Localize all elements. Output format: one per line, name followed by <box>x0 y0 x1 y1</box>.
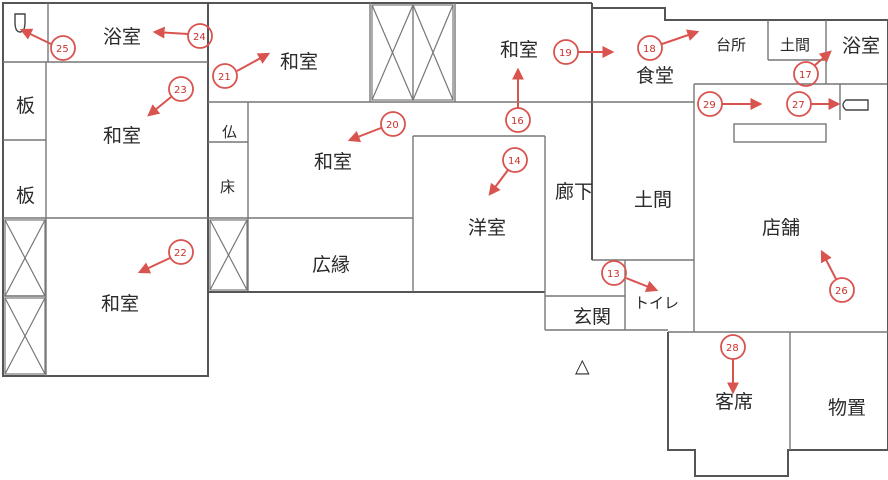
svg-text:16: 16 <box>511 116 524 127</box>
svg-text:28: 28 <box>726 343 739 354</box>
room-label: 玄関 <box>573 306 611 328</box>
photo-marker: 14 <box>488 147 528 196</box>
room-label: 浴室 <box>103 26 141 48</box>
room-label: 和室 <box>500 39 538 61</box>
room-label: 板 <box>16 185 35 207</box>
room-label: 客席 <box>715 391 753 413</box>
room-label: 物置 <box>828 397 866 419</box>
svg-text:24: 24 <box>193 32 206 43</box>
room-label: 土間 <box>780 36 810 54</box>
room-label: 廊下 <box>555 181 593 203</box>
photo-marker: 17 <box>793 50 832 87</box>
room-label: トイレ <box>634 294 679 312</box>
svg-text:18: 18 <box>643 44 656 55</box>
room-label: 店舗 <box>762 217 800 239</box>
photo-marker: 28 <box>720 334 746 395</box>
left-wing-outline <box>2 2 209 377</box>
svg-text:25: 25 <box>56 44 69 55</box>
room-label: 仏 <box>222 123 237 141</box>
photo-marker: 25 <box>19 28 76 61</box>
svg-text:20: 20 <box>386 120 399 131</box>
photo-marker: 13 <box>601 260 659 293</box>
room-label: 床 <box>220 178 235 196</box>
photo-marker: 20 <box>347 111 406 143</box>
photo-marker: 21 <box>212 52 271 89</box>
room-labels: 浴室 和室 和室 和室 板 板 仏 床 和室 広縁 和室 洋室 廊下 玄関 食堂… <box>16 26 880 419</box>
room-label: 土間 <box>634 189 672 211</box>
svg-text:21: 21 <box>218 72 231 83</box>
svg-text:26: 26 <box>835 286 848 297</box>
photo-marker: 26 <box>820 249 855 303</box>
entrance-triangle-mark: △ <box>575 355 590 377</box>
svg-text:23: 23 <box>174 85 187 96</box>
room-label: 板 <box>16 95 35 117</box>
photo-marker: 19 <box>553 39 615 65</box>
svg-text:14: 14 <box>508 156 521 167</box>
photo-marker: 27 <box>786 91 841 117</box>
room-label: 和室 <box>314 151 352 173</box>
photo-marker: 16 <box>505 67 531 133</box>
svg-text:29: 29 <box>703 100 716 111</box>
svg-text:17: 17 <box>799 70 812 81</box>
room-label: 和室 <box>101 293 139 315</box>
room-label: 台所 <box>716 36 746 54</box>
toilet-fixture-icon <box>14 13 26 33</box>
photo-marker: 24 <box>152 23 213 49</box>
photo-marker: 23 <box>147 76 194 117</box>
room-label: 和室 <box>103 125 141 147</box>
svg-text:27: 27 <box>792 100 805 111</box>
room-label: 洋室 <box>468 217 506 239</box>
room-label: 広縁 <box>312 254 350 276</box>
closets <box>4 4 454 375</box>
photo-marker: 29 <box>697 91 763 117</box>
svg-text:13: 13 <box>607 269 620 280</box>
svg-text:19: 19 <box>559 48 572 59</box>
bathtub-icon <box>842 99 869 111</box>
svg-text:22: 22 <box>174 248 187 259</box>
room-label: 浴室 <box>842 35 880 57</box>
photo-marker: 18 <box>637 29 700 61</box>
room-label: 食堂 <box>636 65 674 87</box>
photo-marker: 22 <box>137 239 194 274</box>
room-label: 和室 <box>280 51 318 73</box>
photo-markers: 25 24 23 21 20 22 19 <box>19 23 855 395</box>
